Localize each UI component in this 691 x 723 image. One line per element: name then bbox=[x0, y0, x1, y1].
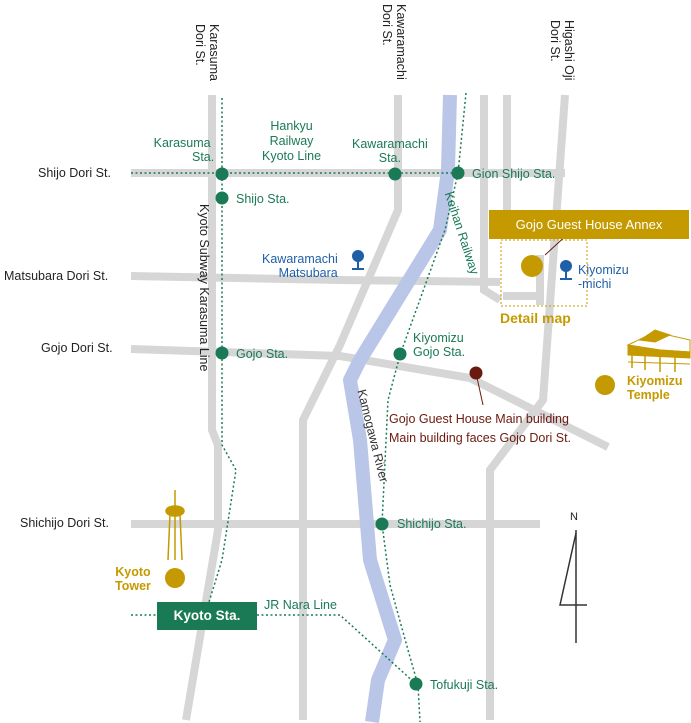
shichijo-station-marker bbox=[375, 517, 389, 531]
karasuma-station-label: Karasuma Sta. bbox=[150, 136, 215, 164]
kiyomizu-temple-marker bbox=[595, 375, 615, 395]
karasuma-road bbox=[182, 95, 222, 721]
bus-stop-kawaramachi-matsubara-icon bbox=[352, 250, 364, 270]
shichijo-station-label: Shichijo Sta. bbox=[397, 517, 467, 531]
annex-label: Gojo Guest House Annex bbox=[489, 210, 689, 239]
karasuma-station-line1: Karasuma bbox=[153, 136, 211, 150]
kyoto-tower-line2: Tower bbox=[115, 579, 151, 593]
kawaramachi-station-line2: Sta. bbox=[378, 151, 401, 165]
keihan-line bbox=[381, 92, 467, 723]
kiyomizu-michi-line1: Kiyomizu bbox=[578, 263, 629, 277]
kiyomizu-temple-line2: Temple bbox=[627, 388, 670, 402]
north-label: N bbox=[570, 511, 578, 523]
hankyu-line1: Hankyu bbox=[270, 119, 313, 133]
karasuma-dori-line1: Karasuma bbox=[207, 24, 221, 81]
kyoto-station-label: Kyoto Sta. bbox=[157, 602, 257, 630]
side-street-1 bbox=[480, 95, 503, 304]
higashi-oji-dori-line2: Dori St. bbox=[548, 20, 562, 62]
subway-line-label: Kyoto Subway Karasuma Line bbox=[197, 204, 211, 372]
kiyomizu-temple-icon bbox=[626, 329, 691, 372]
gojo-dori-label: Gojo Dori St. bbox=[41, 341, 113, 355]
shijo-station-label: Shijo Sta. bbox=[236, 192, 290, 206]
higashi-oji-dori-label: Higashi Oji Dori St. bbox=[548, 20, 576, 80]
main-building-marker bbox=[469, 366, 483, 380]
kiyomizu-gojo-station-marker bbox=[393, 347, 407, 361]
matsubara-dori-label: Matsubara Dori St. bbox=[4, 269, 109, 283]
karasuma-station-marker bbox=[215, 167, 229, 181]
shijo-station-marker bbox=[215, 191, 229, 205]
bus-stop-kiyomizu-michi-icon bbox=[560, 260, 572, 280]
main-building-line2: Main building faces Gojo Dori St. bbox=[389, 431, 572, 445]
kawaramachi-station-label: Kawaramachi Sta. bbox=[352, 137, 428, 165]
hankyu-railway-label: Hankyu Railway Kyoto Line bbox=[262, 119, 321, 164]
north-arrow-icon bbox=[559, 530, 587, 643]
kawaramachi-station-line1: Kawaramachi bbox=[352, 137, 428, 151]
gion-shijo-station-label: Gion Shijo Sta. bbox=[472, 167, 556, 181]
annex-marker bbox=[521, 255, 543, 277]
kiyomizu-temple-line1: Kiyomizu bbox=[627, 374, 683, 388]
kiyomizu-gojo-line2: Gojo Sta. bbox=[413, 345, 466, 359]
jr-nara-line-label: JR Nara Line bbox=[264, 598, 337, 612]
kyoto-tower-icon bbox=[165, 490, 185, 561]
kiyomizu-michi-line2: -michi bbox=[578, 277, 612, 291]
shijo-dori-label: Shijo Dori St. bbox=[38, 166, 111, 180]
kyoto-tower-label: Kyoto Tower bbox=[115, 565, 151, 593]
matsubara-road bbox=[130, 272, 501, 286]
karasuma-station-line2: Sta. bbox=[192, 150, 215, 164]
kawaramachi-dori-label: Kawaramachi Dori St. bbox=[380, 4, 408, 80]
subway-line bbox=[204, 98, 237, 616]
shichijo-dori-label: Shichijo Dori St. bbox=[20, 516, 109, 530]
kawaramachi-dori-line1: Kawaramachi bbox=[394, 4, 408, 80]
gojo-station-label: Gojo Sta. bbox=[236, 347, 289, 361]
kyoto-tower-line1: Kyoto bbox=[115, 565, 151, 579]
gojo-station-marker bbox=[215, 346, 229, 360]
higashi-oji-dori-line1: Higashi Oji bbox=[562, 20, 576, 81]
station-markers bbox=[215, 166, 465, 691]
railways bbox=[131, 92, 467, 723]
tofukuji-station-marker bbox=[409, 677, 423, 691]
hankyu-line2: Railway bbox=[269, 134, 314, 148]
kawaramachi-station-marker bbox=[388, 167, 402, 181]
hankyu-line3: Kyoto Line bbox=[262, 149, 322, 163]
kawaramachi-matsubara-bus-label: Kawaramachi Matsubara bbox=[262, 252, 338, 280]
kiyomizu-temple-label: Kiyomizu Temple bbox=[627, 374, 683, 402]
kamogawa-river bbox=[343, 94, 457, 723]
kiyomizu-gojo-line1: Kiyomizu bbox=[413, 331, 464, 345]
main-building-line1: Gojo Guest House Main building bbox=[389, 412, 569, 426]
kawaramachi-dori-line2: Dori St. bbox=[380, 4, 394, 46]
kyoto-tower-marker bbox=[165, 568, 185, 588]
gojo-road bbox=[130, 345, 610, 451]
kawaramachi-matsubara-line2: Matsubara bbox=[278, 266, 338, 280]
gion-shijo-station-marker bbox=[451, 166, 465, 180]
karasuma-dori-line2: Dori St. bbox=[193, 24, 207, 66]
karasuma-dori-label: Karasuma Dori St. bbox=[193, 24, 221, 81]
tofukuji-station-label: Tofukuji Sta. bbox=[430, 678, 499, 692]
kiyomizu-gojo-station-label: Kiyomizu Gojo Sta. bbox=[413, 331, 465, 359]
main-building-label: Gojo Guest House Main building Main buil… bbox=[389, 410, 571, 448]
kiyomizu-michi-bus-label: Kiyomizu -michi bbox=[578, 263, 629, 291]
detail-map-label: Detail map bbox=[500, 310, 571, 326]
higashi-oji-road bbox=[486, 94, 569, 720]
jr-nara-line bbox=[257, 614, 417, 685]
kawaramachi-matsubara-line1: Kawaramachi bbox=[262, 252, 338, 266]
